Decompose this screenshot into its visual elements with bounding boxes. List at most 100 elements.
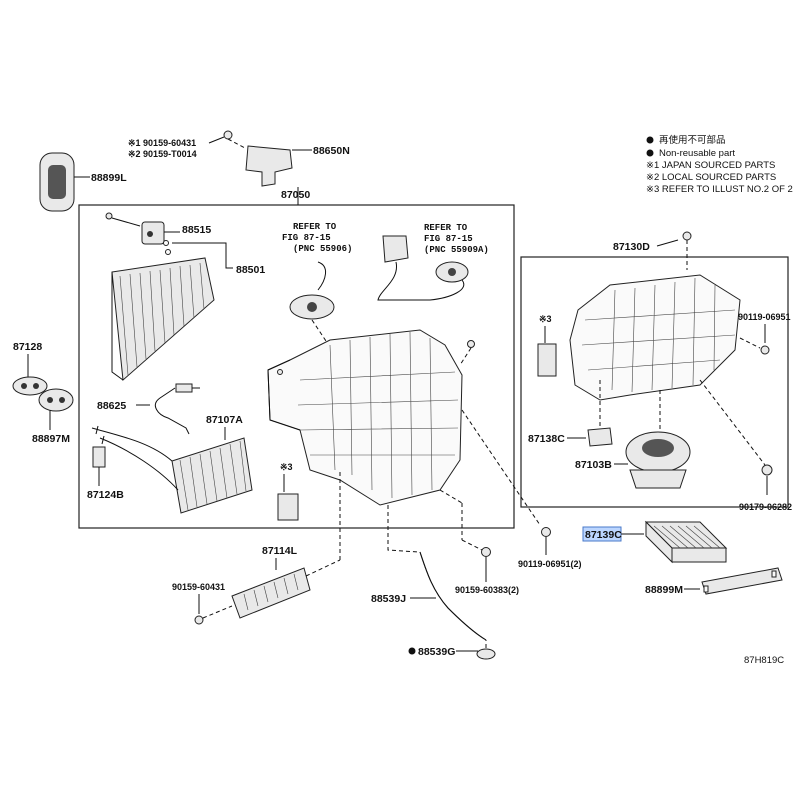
part-87124B[interactable]: 87124B	[87, 446, 124, 501]
clip-icon	[467, 340, 475, 348]
bolt-icon	[223, 130, 233, 140]
label-87114L: 87114L	[262, 545, 298, 557]
label-87107A: 87107A	[206, 414, 243, 426]
label-87138C: 87138C	[528, 433, 565, 445]
legend-line-4: ※2 LOCAL SOURCED PARTS	[646, 172, 776, 183]
bolt-icon-2	[194, 615, 204, 625]
label-88899L: 88899L	[91, 172, 127, 184]
label-90119-06951: 90119-06951	[738, 312, 791, 322]
part-87128[interactable]: 87128	[12, 341, 48, 396]
screw-icon-3	[682, 231, 692, 241]
packing-shape	[38, 388, 74, 412]
part-87103B[interactable]: 87103B	[575, 431, 691, 489]
part-88625[interactable]: 88625	[97, 383, 200, 435]
filter-cover-shape	[231, 567, 311, 619]
grommet-hole	[33, 383, 39, 389]
part-87107A[interactable]: 87107A	[91, 414, 253, 514]
packing-hole	[47, 397, 53, 403]
ref-text-3: (PNC 55906)	[293, 244, 352, 254]
legend-line-1: 再使用不可部品	[659, 134, 726, 146]
part-87130D[interactable]: 87130D	[569, 231, 766, 466]
label-bolt-2: ※2 90159-T0014	[128, 149, 197, 159]
bolt-90159-60431[interactable]: 90159-60431	[172, 582, 233, 625]
mark-3-label-left: ※3	[280, 462, 293, 472]
bolt-icon-4	[541, 527, 551, 537]
label-88625: 88625	[97, 400, 126, 412]
label-88515: 88515	[182, 224, 211, 236]
legend: 再使用不可部品 Non-reusable part ※1 JAPAN SOURC…	[646, 134, 793, 195]
blower-hub	[642, 439, 674, 457]
mark-3-part-right[interactable]: ※3	[537, 314, 557, 377]
unit-87130D-box	[520, 256, 789, 508]
clamp-shape	[92, 446, 106, 468]
motor-hub	[307, 302, 317, 312]
part-88501[interactable]: 88501	[111, 257, 265, 382]
evaporator-core	[111, 257, 215, 382]
ref-text-2: FIG 87-15	[282, 233, 331, 243]
cover-tab-2	[771, 570, 777, 578]
part-87139C[interactable]: 87139C	[582, 520, 728, 564]
legend-line-5: ※3 REFER TO ILLUST NO.2 OF 2	[646, 184, 793, 195]
label-88501: 88501	[236, 264, 265, 276]
sensor-connector	[175, 383, 193, 393]
harness-connector	[382, 235, 409, 263]
bolt-90159-60383[interactable]: 90159-60383(2)	[439, 489, 519, 595]
bolt-90119-06951[interactable]: 90119-06951	[738, 312, 791, 355]
label-90159-60431: 90159-60431	[172, 582, 225, 592]
packing-hole	[59, 397, 65, 403]
ref-55909A: REFER TO FIG 87-15 (PNC 55909A)	[377, 223, 489, 301]
part-87114L[interactable]: 87114L	[231, 470, 341, 619]
mark-3-part-left[interactable]: ※3	[277, 462, 299, 521]
ref-text-4: REFER TO	[424, 223, 468, 233]
part-88539J[interactable]: 88539J	[371, 505, 487, 641]
part-88539G[interactable]: 88539G	[408, 640, 496, 660]
part-88897M[interactable]: 88897M	[32, 388, 74, 445]
label-87139C: 87139C	[585, 529, 622, 541]
label-90119-06951-2: 90119-06951(2)	[518, 559, 582, 569]
heater-core	[171, 437, 253, 514]
label-88539G: 88539G	[418, 646, 455, 658]
non-reusable-bullet-icon	[646, 136, 654, 144]
valve-port	[147, 231, 153, 237]
illustration-code: 87H819C	[744, 655, 784, 666]
bolt-icon-3	[481, 547, 491, 557]
label-88897M: 88897M	[32, 433, 70, 445]
label-88899M: 88899M	[645, 584, 683, 596]
o-ring-icon	[165, 249, 171, 255]
non-reusable-bullet-icon	[646, 149, 654, 157]
small-case-part-2	[537, 343, 557, 377]
cover-tab	[703, 585, 709, 593]
label-90159-60383: 90159-60383(2)	[455, 585, 519, 595]
grommet-hole	[21, 383, 27, 389]
hvac-case-body	[267, 329, 463, 506]
bolt-90119-06951-2[interactable]: 90119-06951(2)	[461, 409, 582, 569]
nut-icon	[761, 464, 773, 476]
screw-icon	[105, 212, 113, 220]
label-88650N: 88650N	[313, 145, 350, 157]
valve-shape	[141, 221, 165, 245]
unit-87050-box	[78, 204, 515, 529]
bracket-shape	[245, 145, 293, 187]
part-88899M[interactable]: 88899M	[645, 567, 783, 596]
label-90179-06282: 90179-06282	[739, 502, 792, 512]
label-87128: 87128	[13, 341, 42, 353]
part-88650N[interactable]: ※1 90159-60431 ※2 90159-T0014 88650N 870…	[128, 130, 350, 205]
label-88539J: 88539J	[371, 593, 406, 605]
part-88899L[interactable]: 88899L	[39, 152, 127, 212]
part-88515[interactable]: 88515	[105, 212, 233, 269]
label-87050: 87050	[281, 189, 310, 201]
hvac-case-87050[interactable]	[267, 329, 475, 506]
part-87138C[interactable]: 87138C	[528, 427, 613, 447]
filter-front	[671, 547, 727, 563]
blower-motor-base	[629, 469, 687, 489]
label-87124B: 87124B	[87, 489, 124, 501]
mark-3-label-right: ※3	[539, 314, 552, 324]
small-case-part	[277, 493, 299, 521]
plug-inner	[48, 165, 66, 199]
label-bolt-1: ※1 90159-60431	[128, 138, 196, 148]
bolt-icon-5	[760, 345, 770, 355]
resistor-shape	[587, 427, 613, 447]
ref-text-6: (PNC 55909A)	[424, 245, 489, 255]
bolt-90179-06282[interactable]: 90179-06282	[739, 464, 792, 512]
